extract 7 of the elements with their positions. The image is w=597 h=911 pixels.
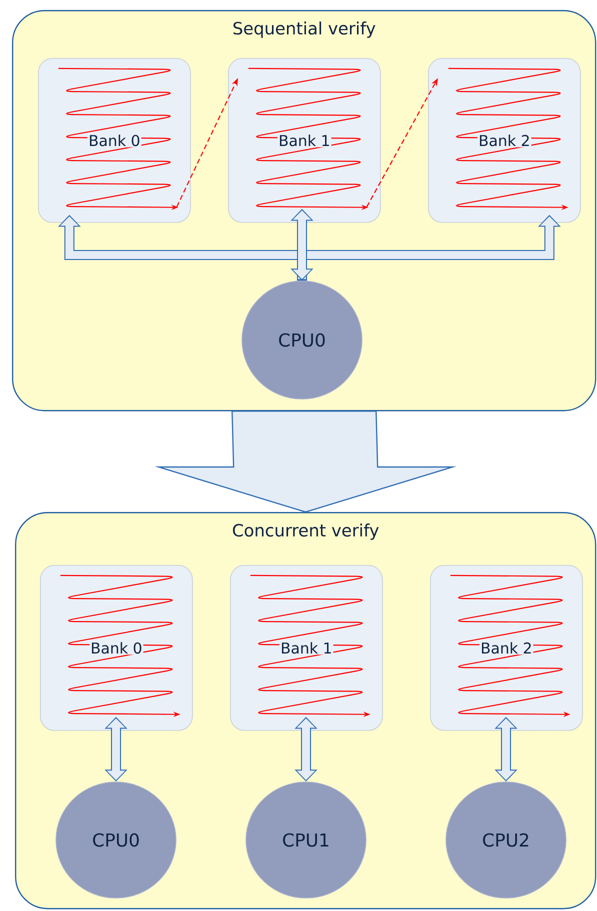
memory-bank-box: Bank 0 [40, 565, 193, 731]
memory-bank-box: Bank 2 [428, 58, 581, 223]
memory-bank-box: Bank 1 [228, 58, 381, 223]
memory-bank-box: Bank 0 [38, 58, 191, 223]
memory-bank-box: Bank 2 [430, 565, 583, 731]
block-arrow [154, 410, 457, 513]
memory-bank-box: Bank 1 [230, 565, 383, 731]
